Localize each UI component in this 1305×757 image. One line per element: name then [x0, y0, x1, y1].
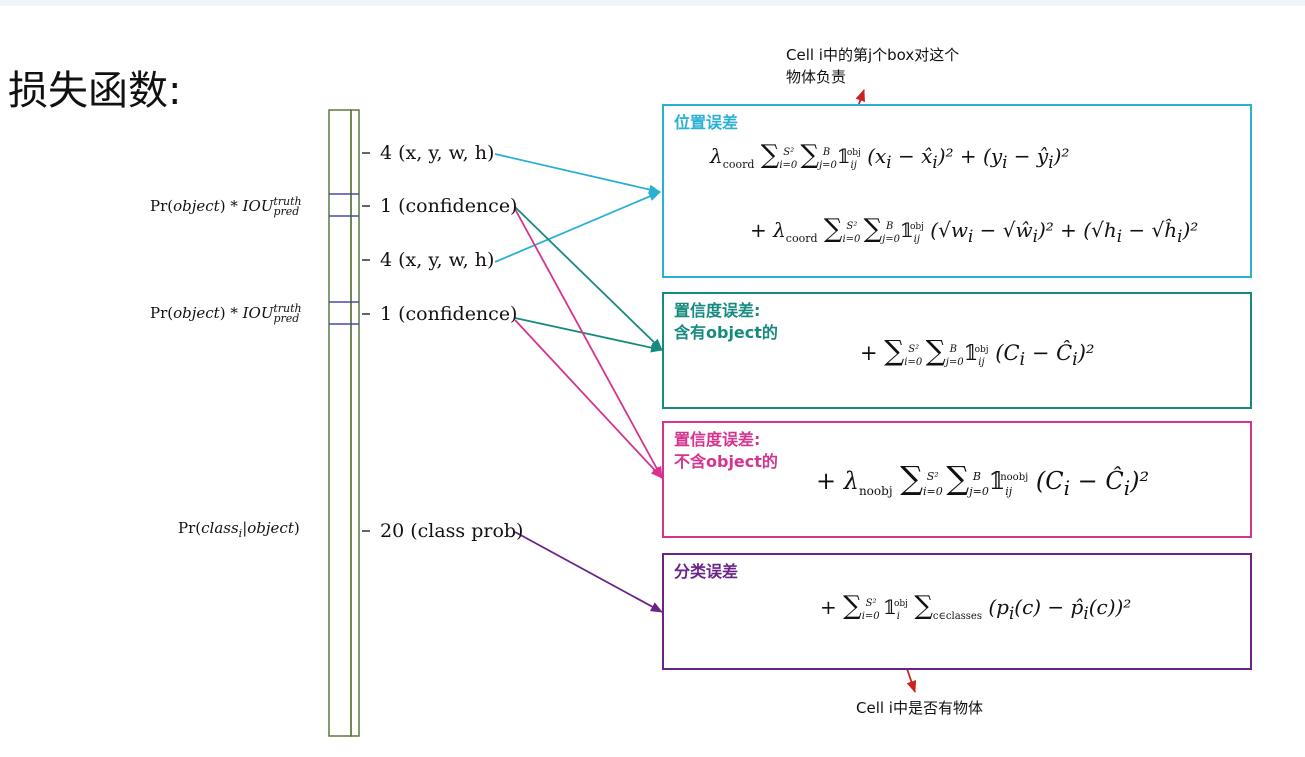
top-bar	[0, 0, 1305, 6]
confidence-noobj-box: 置信度误差: 不含object的 + λnoobj ∑i=0S² ∑j=0B 𝟙…	[662, 421, 1252, 538]
confidence-obj-title-line2: 含有object的	[674, 323, 778, 342]
annotation-top-line2: 物体负责	[786, 68, 847, 86]
annotation-top: Cell i中的第j个box对这个 物体负责	[786, 44, 959, 88]
arrow-conf1-obj	[514, 206, 663, 351]
vector-label-xywh-1: 4 (x, y, w, h)	[380, 142, 495, 164]
output-vector	[328, 109, 360, 737]
arrow-conf2-obj	[514, 317, 663, 353]
arrow-xywh2-position	[494, 191, 661, 263]
vector-label-class-prob: 20 (class prob)	[380, 520, 524, 542]
arrow-xywh1-position	[494, 153, 661, 195]
pr-confidence-label-2: Pr(object) * IOUpredtruth	[150, 302, 302, 325]
page-title: 损失函数:	[8, 68, 182, 114]
confidence-noobj-title: 置信度误差: 不含object的	[674, 429, 778, 473]
arrow-conf2-noobj	[514, 319, 663, 479]
position-formula-line1: λcoord ∑i=0S² ∑j=0B 𝟙ijobj (xi − x̂i)² +…	[710, 140, 1070, 172]
confidence-obj-title: 置信度误差: 含有object的	[674, 300, 778, 344]
confidence-noobj-formula: + λnoobj ∑i=0S² ∑j=0B 𝟙ijnoobj (Ci − Ĉi)…	[816, 459, 1150, 500]
annotation-top-line1: Cell i中的第j个box对这个	[786, 46, 960, 64]
classification-error-box: 分类误差 + ∑i=0S² 𝟙iobj ∑c∈classes (pi(c) − …	[662, 553, 1252, 670]
classification-formula: + ∑i=0S² 𝟙iobj ∑c∈classes (pi(c) − p̂i(c…	[820, 591, 1132, 623]
confidence-obj-box: 置信度误差: 含有object的 + ∑i=0S² ∑j=0B 𝟙ijobj (…	[662, 292, 1252, 409]
position-error-box: 位置误差 λcoord ∑i=0S² ∑j=0B 𝟙ijobj (xi − x̂…	[662, 104, 1252, 278]
position-error-title: 位置误差	[674, 113, 739, 132]
vector-label-xywh-2: 4 (x, y, w, h)	[380, 249, 495, 271]
arrow-class-classification	[514, 531, 663, 613]
pr-confidence-label-1: Pr(object) * IOUpredtruth	[150, 195, 302, 218]
vector-ticks	[362, 152, 370, 532]
confidence-noobj-title-line2: 不含object的	[674, 452, 778, 471]
confidence-obj-title-line1: 置信度误差:	[674, 301, 761, 320]
annotation-bottom: Cell i中是否有物体	[856, 699, 983, 717]
vector-label-confidence-1: 1 (confidence)	[380, 195, 518, 217]
position-formula-line2: + λcoord ∑i=0S² ∑j=0B 𝟙ijobj (√wi − √ŵi)…	[750, 214, 1199, 246]
classification-error-title: 分类误差	[674, 562, 739, 581]
pr-class-label: Pr(classi|object)	[178, 519, 300, 540]
arrow-conf1-noobj	[514, 208, 663, 479]
confidence-obj-formula: + ∑i=0S² ∑j=0B 𝟙ijobj (Ci − Ĉi)²	[860, 334, 1095, 371]
vector-label-confidence-2: 1 (confidence)	[380, 303, 518, 325]
confidence-noobj-title-line1: 置信度误差:	[674, 430, 761, 449]
